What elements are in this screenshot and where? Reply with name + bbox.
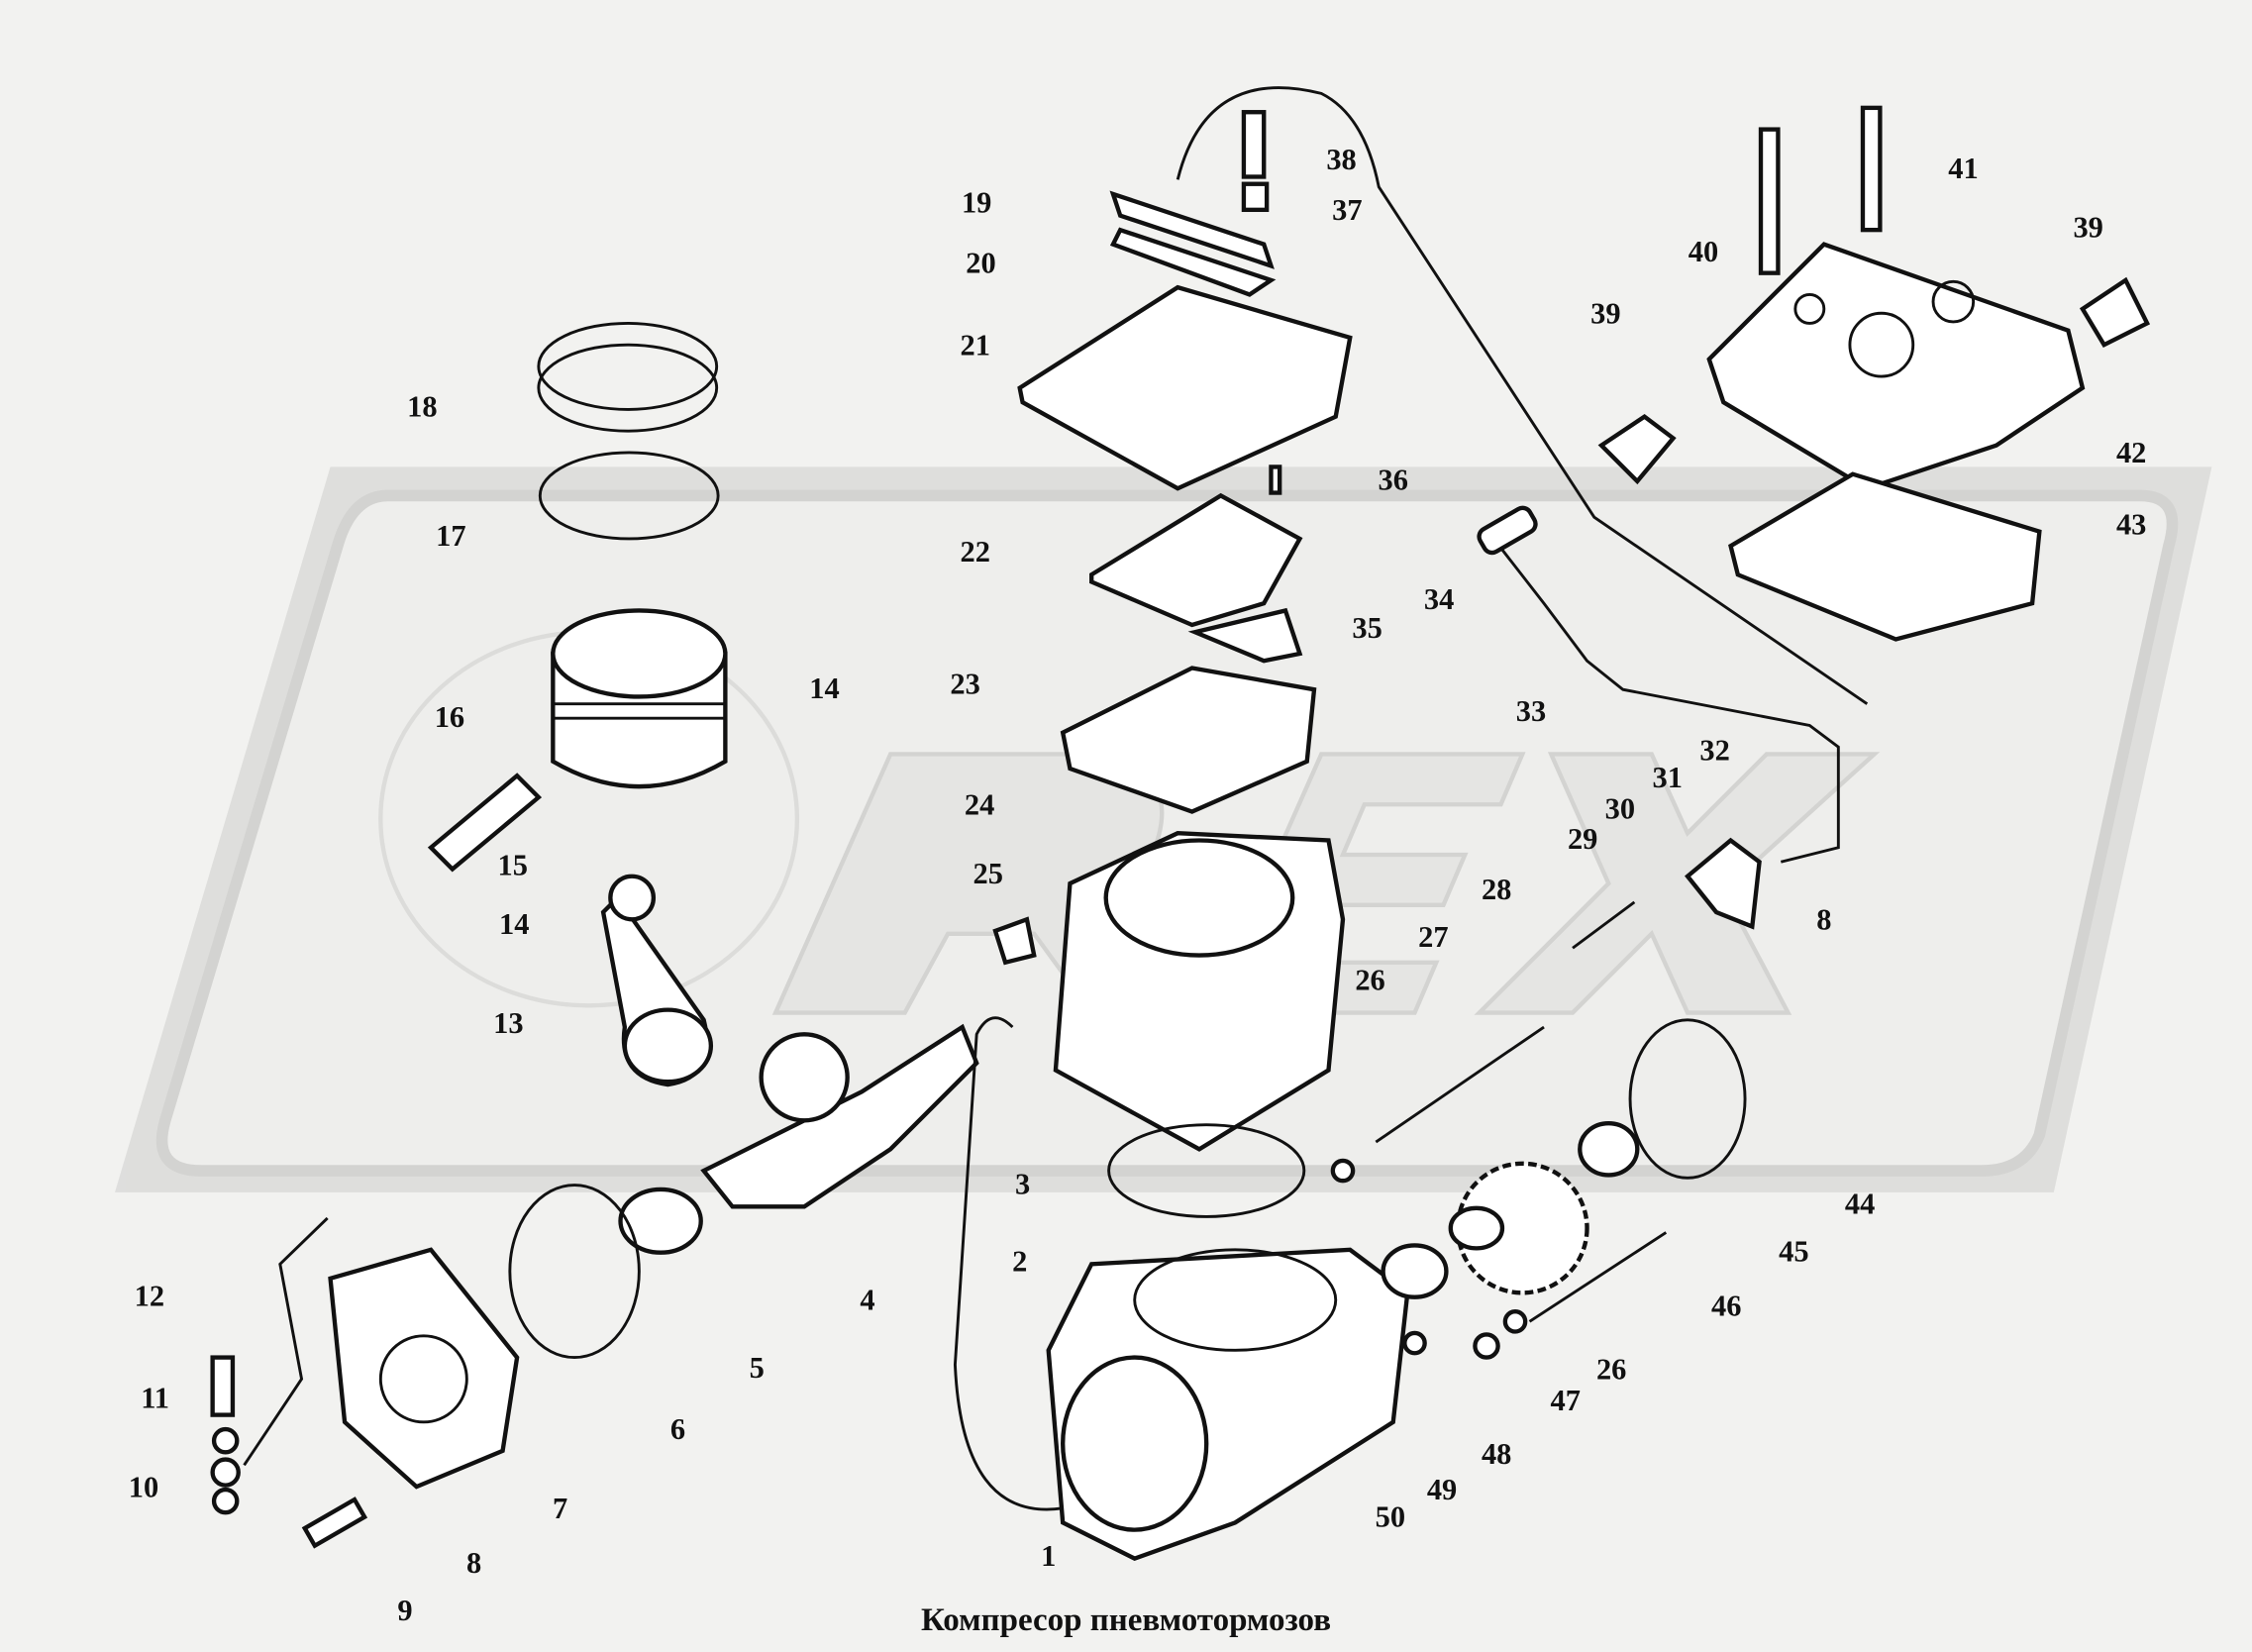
part-number-label: 28 <box>1482 873 1511 906</box>
part-number-label: 31 <box>1653 761 1683 794</box>
part-number-label: 25 <box>973 857 1003 890</box>
part-number-label: 18 <box>407 390 437 424</box>
part-number-label: 6 <box>670 1412 685 1446</box>
part-number-label: 27 <box>1418 920 1448 954</box>
part-number-label: 43 <box>2116 508 2146 542</box>
part-number-label: 14 <box>499 907 529 941</box>
part-number-label: 36 <box>1379 464 1408 497</box>
part-number-label: 5 <box>750 1351 765 1385</box>
diagram-caption: Компресор пневмотормозов <box>920 1602 1332 1638</box>
part-number-label: 7 <box>553 1492 567 1525</box>
part-number-label: 29 <box>1568 822 1597 856</box>
part-number-label: 2 <box>1012 1245 1027 1279</box>
part-number-label: 40 <box>1689 235 1718 268</box>
part-number-label: 33 <box>1516 694 1546 728</box>
part-number-label: 30 <box>1605 792 1635 826</box>
part-number-label: 49 <box>1427 1473 1457 1506</box>
part-number-label: 17 <box>436 519 465 553</box>
part-number-label: 39 <box>1590 296 1620 330</box>
part-number-label: 16 <box>435 700 464 734</box>
part-labels: 1234567891011121314151617181920212223242… <box>129 143 2147 1627</box>
part-number-label: 38 <box>1326 143 1356 176</box>
part-number-label: 8 <box>1816 902 1831 936</box>
part-number-label: 20 <box>966 247 995 280</box>
part-number-label: 44 <box>1845 1187 1875 1221</box>
part-number-label: 32 <box>1699 733 1729 767</box>
part-number-label: 47 <box>1551 1384 1581 1417</box>
part-number-label: 26 <box>1355 963 1384 996</box>
part-number-label: 1 <box>1041 1539 1056 1573</box>
part-number-label: 11 <box>141 1381 169 1414</box>
part-number-label: 34 <box>1424 582 1454 616</box>
part-number-label: 15 <box>498 848 528 881</box>
part-number-label: 24 <box>965 787 994 821</box>
part-number-label: 23 <box>950 668 979 701</box>
part-number-label: 14 <box>809 671 839 705</box>
parts-outlines <box>210 86 2151 1561</box>
part-number-label: 48 <box>1482 1437 1511 1471</box>
part-number-label: 37 <box>1332 193 1362 227</box>
part-number-label: 50 <box>1376 1500 1405 1534</box>
part-number-label: 3 <box>1015 1167 1030 1200</box>
part-number-label: 46 <box>1711 1290 1741 1323</box>
part-number-label: 4 <box>860 1284 874 1317</box>
part-number-label: 10 <box>129 1470 158 1503</box>
part-number-label: 26 <box>1596 1352 1626 1386</box>
part-number-label: 19 <box>962 186 991 220</box>
part-number-label: 13 <box>493 1006 523 1040</box>
part-number-label: 35 <box>1352 611 1382 645</box>
part-number-label: 9 <box>397 1594 412 1627</box>
part-number-label: 45 <box>1779 1234 1808 1268</box>
part-number-label: 21 <box>961 328 990 361</box>
part-number-label: 42 <box>2116 436 2146 469</box>
part-number-label: 8 <box>466 1546 481 1580</box>
part-number-label: 41 <box>1948 152 1978 185</box>
part-number-label: 39 <box>2073 210 2102 244</box>
part-number-label: 12 <box>135 1279 164 1312</box>
part-number-label: 22 <box>961 535 990 568</box>
